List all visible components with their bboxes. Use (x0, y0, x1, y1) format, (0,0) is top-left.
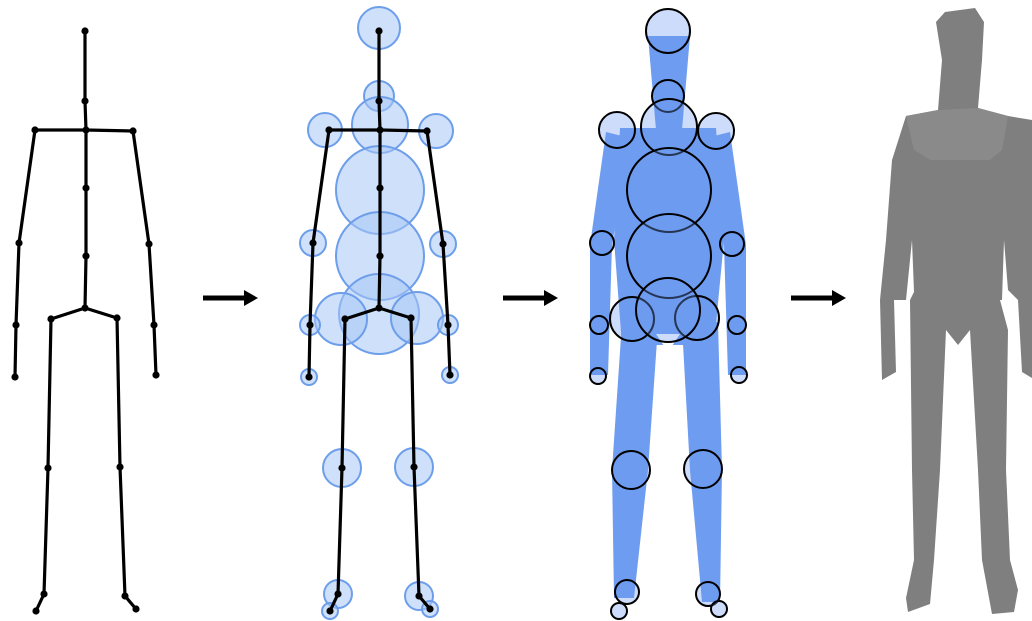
p2-joint-anR (415, 592, 422, 599)
p2-bone (448, 325, 450, 375)
outline-shR (698, 113, 734, 149)
outline-knR (684, 450, 722, 488)
outline-ftR (711, 601, 727, 617)
p1-joint-anR (121, 592, 128, 599)
p2-joint-neck (375, 97, 382, 104)
p2-joint-elL (309, 239, 316, 246)
p2-joint-shR (423, 127, 430, 134)
p1-bone (51, 308, 85, 319)
silhouette-facet (906, 108, 1008, 160)
outline-wrL (590, 316, 608, 334)
p2-joint-wrL (306, 321, 313, 328)
p1-joint-neck (81, 97, 88, 104)
p2-joint-elR (439, 240, 446, 247)
sphere-hipR (391, 292, 443, 344)
p2-joint-knL (338, 464, 345, 471)
p2-joint-wrR (444, 321, 451, 328)
p2-joint-haL (305, 373, 312, 380)
p1-joint-sp1 (82, 184, 89, 191)
p2-joint-hipC (375, 304, 382, 311)
p1-joint-knL (44, 464, 51, 471)
p2-bone (309, 325, 310, 377)
p1-joint-head (81, 27, 88, 34)
outline-knL (612, 451, 650, 489)
p1-bone (133, 131, 149, 244)
silhouette-shape (880, 8, 1032, 614)
p1-bone (86, 130, 133, 131)
p1-joint-shL (31, 126, 38, 133)
p1-joint-sp2 (82, 252, 89, 259)
p1-bone (120, 467, 125, 596)
p1-joint-hipL (47, 315, 54, 322)
p1-joint-wrL (12, 321, 19, 328)
p2-joint-hipL (341, 315, 348, 322)
p1-joint-hipR (113, 314, 120, 321)
outline-ftL (611, 603, 627, 619)
panel-capsule-body (590, 9, 747, 619)
outline-wrR (728, 316, 746, 334)
p2-joint-hipR (407, 314, 414, 321)
p1-joint-ftR (132, 605, 139, 612)
p1-bone (44, 468, 48, 594)
p2-joint-sp1 (376, 184, 383, 191)
p1-joint-shR (129, 127, 136, 134)
arrow-3 (791, 290, 846, 306)
p1-joint-wrR (150, 321, 157, 328)
outline-hipC (636, 278, 700, 342)
p1-joint-hipC (81, 304, 88, 311)
p1-bone (149, 244, 154, 325)
p1-joint-haR (152, 371, 159, 378)
p1-joint-anL (40, 590, 47, 597)
p2-bone (379, 256, 380, 308)
p1-bone (117, 318, 120, 467)
arrow-1 (203, 290, 258, 306)
outline-shL (599, 112, 635, 148)
p1-bone (154, 325, 156, 375)
p2-joint-knR (410, 463, 417, 470)
p1-bone (15, 325, 16, 377)
p2-joint-haR (446, 371, 453, 378)
outline-shC (641, 99, 697, 155)
p1-joint-shC (82, 126, 89, 133)
outline-anL (615, 580, 639, 604)
p2-joint-shC (376, 126, 383, 133)
arrow-2 (503, 290, 558, 306)
p1-bone (85, 101, 86, 130)
panel-skeleton (11, 27, 159, 614)
outline-elL (590, 231, 614, 255)
p1-joint-elR (145, 240, 152, 247)
p1-bone (16, 243, 19, 325)
p1-bone (48, 319, 51, 468)
sphere-hipL (315, 293, 367, 345)
panel-silhouette (880, 8, 1032, 614)
outline-haL (590, 368, 606, 384)
p1-joint-elL (15, 239, 22, 246)
p2-joint-anL (334, 590, 341, 597)
p2-bone (380, 130, 427, 131)
p1-joint-knR (116, 463, 123, 470)
p2-bone (379, 101, 380, 130)
p2-joint-head (375, 27, 382, 34)
p1-bone (85, 308, 117, 318)
p2-joint-sp2 (376, 252, 383, 259)
outline-elR (720, 232, 744, 256)
p1-joint-ftL (32, 607, 39, 614)
p1-bone (19, 130, 35, 243)
outline-haR (731, 367, 747, 383)
p2-joint-ftR (426, 605, 433, 612)
p2-joint-shL (325, 126, 332, 133)
panel-joint-spheres (300, 7, 458, 619)
p1-joint-haL (11, 373, 18, 380)
p2-joint-ftL (326, 607, 333, 614)
p1-bone (85, 256, 86, 308)
outline-head (646, 9, 690, 53)
